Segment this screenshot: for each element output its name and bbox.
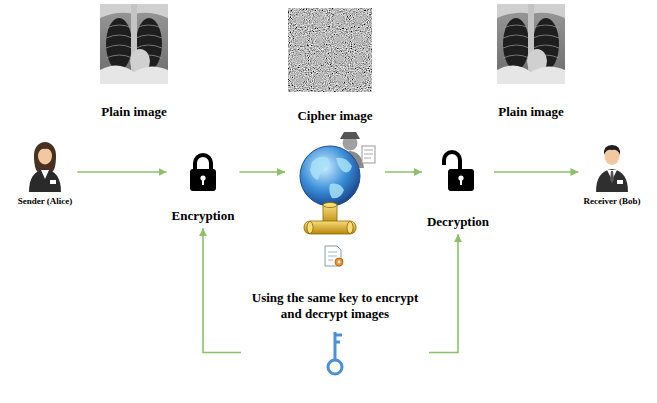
person-icon [29,142,61,192]
node-label: Decryption [427,214,489,230]
unlock-icon [444,152,474,191]
receiver-node: Receiver (Bob) [580,138,643,209]
xray-lung [503,18,529,70]
document-gear-hole [338,261,341,264]
cipher-noise-image [288,8,372,92]
network-icon [300,132,375,234]
xray-diaphragm [100,65,168,84]
document-gear [335,258,343,266]
document-sheet [325,246,341,266]
node-label: Encryption [172,208,235,224]
flow-arrow [494,171,578,173]
sender-node: Sender (Alice) [15,138,76,209]
flow-arrow [203,228,241,352]
xray-diaphragm [497,65,565,84]
node-label: Using the same key to encrypt and decryp… [246,290,424,323]
lock-icon [188,152,218,192]
xray-ground [100,4,168,84]
person-icon [596,145,628,192]
network-icon [290,128,380,240]
xray-image [497,4,565,84]
document-line [328,260,333,261]
document-icon [325,246,343,266]
node-label: Cipher image [297,108,372,124]
encryption-node: Encryption [169,150,238,226]
document-line [328,252,337,253]
flow-arrow [429,234,458,352]
flow-arrow [239,171,285,173]
xray-image [100,4,168,84]
decryption-node: Decryption [424,148,492,232]
key-node: Using the same key to encrypt and decryp… [243,288,427,379]
person-icon [595,140,629,192]
image-caption: Plain image [101,104,166,120]
key-icon [324,329,346,377]
flow-arrow [77,171,166,173]
unlock-icon [440,150,476,192]
node-label: Receiver (Bob) [583,196,640,207]
xray-lung [106,18,132,70]
channel-node: Cipher image [287,106,383,242]
key-icon [328,332,342,374]
node-label: Sender (Alice) [18,196,73,207]
xray-ground [497,4,565,84]
image-caption: Plain image [498,104,563,120]
person-icon [28,140,62,192]
lock-icon [190,155,216,191]
flow-arrow [385,171,422,173]
document-line [328,256,337,257]
